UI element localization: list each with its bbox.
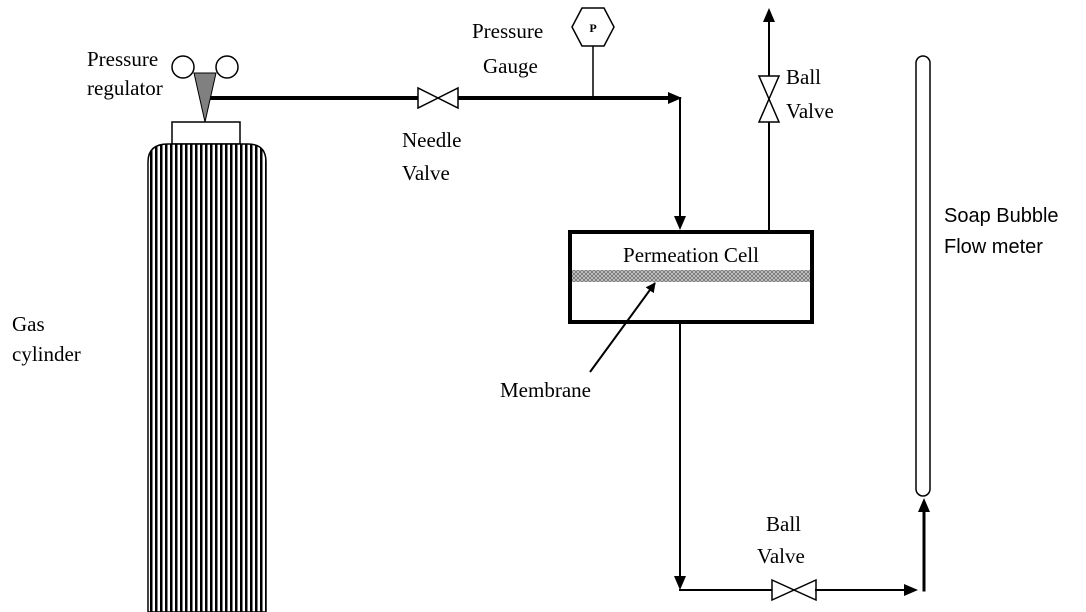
pressure-gauge-label: Pressure	[472, 19, 543, 43]
pressure-gauge-symbol: P	[589, 21, 596, 35]
cylinder-body	[147, 143, 267, 612]
ball-valve-bottom-icon	[771, 578, 817, 602]
vent-arrow-up	[763, 8, 775, 22]
soap-bubble-flow-meter	[915, 55, 931, 497]
regulator-gauge-left	[171, 55, 195, 79]
membrane-layer	[572, 270, 810, 282]
gas-cylinder-label: Gas	[12, 312, 45, 336]
pressure-gauge-icon	[571, 7, 615, 47]
pressure-regulator	[171, 55, 239, 123]
ball-valve-bottom-label: Ball	[766, 512, 801, 536]
supply-line	[210, 92, 686, 230]
pressure-regulator-label-line2: regulator	[87, 76, 163, 100]
pressure-regulator-label: Pressure	[87, 47, 158, 71]
needle-valve-label: Needle	[402, 128, 461, 152]
ball-valve-top-label-line2: Valve	[786, 99, 834, 123]
soap-bubble-flow-meter-label-line2: Flow meter	[944, 236, 1043, 258]
ball-valve-top-icon	[757, 75, 781, 123]
membrane-label: Membrane	[500, 378, 591, 402]
ball-valve-top-label: Ball	[786, 65, 821, 89]
flow-meter-arrow-up	[918, 498, 930, 512]
pressure-gauge-label-line2: Gauge	[483, 54, 538, 78]
needle-valve-label-line2: Valve	[402, 161, 450, 185]
membrane-pointer-arrow	[589, 282, 656, 373]
soap-bubble-flow-meter-label: Soap Bubble	[944, 205, 1059, 227]
permeate-arrow-down	[674, 576, 686, 590]
flow-meter-tube	[915, 55, 931, 497]
supply-arrow-right	[668, 92, 682, 104]
permeation-cell-label: Permeation Cell	[623, 243, 759, 267]
gas-cylinder	[147, 121, 267, 612]
regulator-gauge-right	[215, 55, 239, 79]
retentate-line	[757, 8, 781, 231]
flow-arrow-right	[904, 584, 918, 596]
needle-valve	[417, 86, 459, 110]
ball-valve-bottom-label-line2: Valve	[757, 544, 805, 568]
gas-cylinder-label-line2: cylinder	[12, 342, 81, 366]
permeation-cell: Permeation Cell	[568, 230, 814, 324]
feed-arrow-down	[674, 216, 686, 230]
pressure-gauge: P	[571, 7, 615, 99]
permeate-line	[674, 323, 930, 602]
cylinder-neck	[171, 121, 241, 145]
needle-valve-icon	[417, 86, 459, 110]
